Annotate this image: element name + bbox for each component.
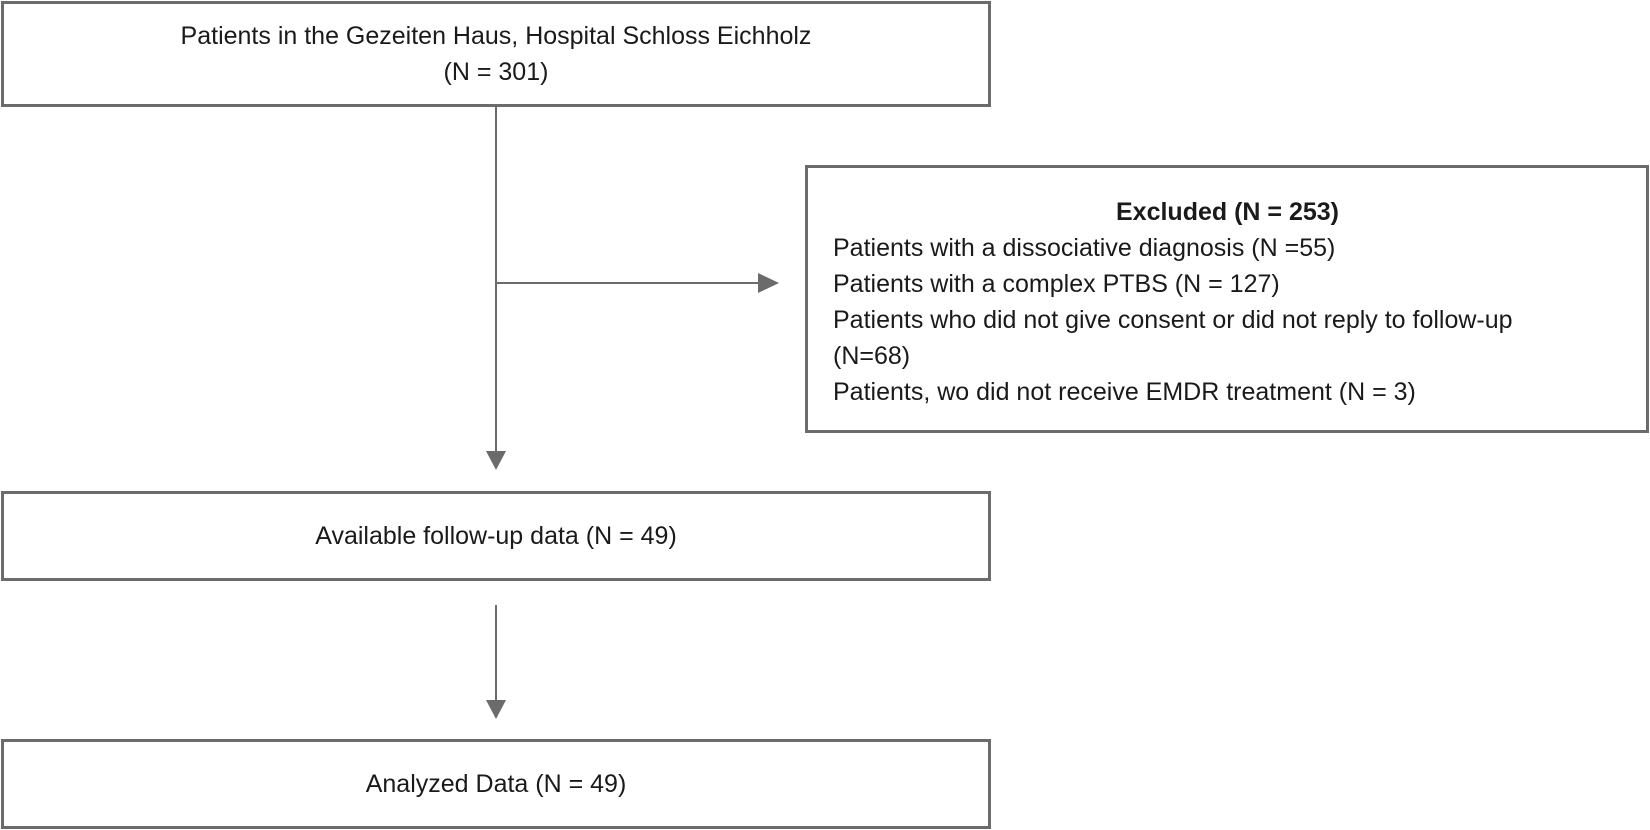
- analyzed-label: Analyzed Data (N = 49): [365, 770, 627, 798]
- excluded-heading: Excluded (N = 253): [1116, 198, 1339, 226]
- available-follow-up-label: Available follow-up data (N = 49): [315, 522, 677, 550]
- excluded-item-no-consent: Patients who did not give consent or did…: [833, 306, 1513, 334]
- flow-node-enrolled-patients: Patients in the Gezeiten Haus, Hospital …: [1, 1, 991, 107]
- enrolled-patients-label: Patients in the Gezeiten Haus, Hospital …: [180, 22, 812, 50]
- excluded-item-no-emdr: Patients, wo did not receive EMDR treatm…: [833, 378, 1416, 406]
- arrowhead-right-icon: [758, 273, 779, 293]
- flow-node-excluded: Excluded (N = 253) Patients with a disso…: [805, 165, 1649, 433]
- flow-node-analyzed: Analyzed Data (N = 49): [1, 739, 991, 829]
- arrowhead-down-icon: [486, 700, 506, 719]
- excluded-item-complex-ptbs: Patients with a complex PTBS (N = 127): [833, 270, 1280, 298]
- excluded-item-dissociative: Patients with a dissociative diagnosis (…: [833, 234, 1336, 262]
- flow-node-available-follow-up: Available follow-up data (N = 49): [1, 491, 991, 581]
- enrolled-patients-count: (N = 301): [443, 58, 549, 86]
- excluded-item-no-consent-count: (N=68): [833, 342, 911, 370]
- arrowhead-down-icon: [486, 451, 506, 470]
